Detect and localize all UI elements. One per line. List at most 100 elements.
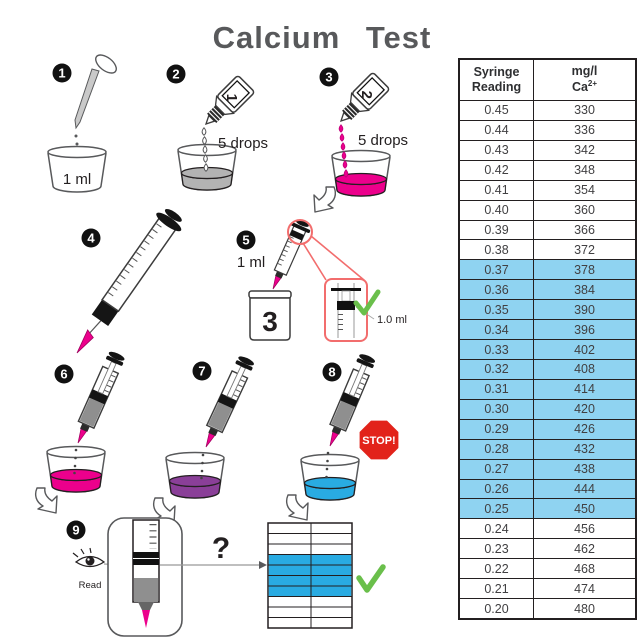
drop-dot (74, 134, 78, 138)
step-6-number: 6 (60, 367, 67, 382)
step-7: 7 (152, 354, 256, 524)
result-table-mini (267, 522, 353, 629)
reagent-bottle-1-icon: 1 (204, 75, 255, 126)
table-row: 0.37 378 (460, 259, 635, 280)
value-cell: 420 (574, 402, 595, 417)
blue-liquid (303, 476, 357, 501)
table-row: 0.41 354 (460, 179, 635, 200)
table-row: 0.39 366 (460, 219, 635, 240)
table-row: 0.27 438 (460, 458, 635, 479)
step-2-badge: 2 (166, 64, 186, 84)
reading-cell: 0.35 (460, 300, 534, 320)
page-title: Calcium Test (212, 20, 432, 55)
step-3-badge: 3 (319, 67, 339, 87)
value-cell: 372 (574, 242, 595, 257)
reagent-bottle-2-icon: 2 (339, 72, 390, 123)
step-4-number: 4 (87, 231, 95, 246)
drops-count-label: 5 drops (218, 135, 268, 152)
value-cell: 396 (574, 322, 595, 337)
pipette-icon (74, 54, 117, 130)
reading-cell: 0.43 (460, 140, 534, 160)
magenta-liquid (49, 468, 103, 493)
drip-dots (73, 448, 78, 475)
table-row: 0.43 342 (460, 139, 635, 160)
read-label: Read (79, 580, 102, 591)
value-cell: 450 (574, 501, 595, 516)
magenta-liquid (334, 172, 388, 197)
drip-dots (200, 453, 205, 480)
value-cell: 360 (574, 203, 595, 218)
flow-arrow-icon (34, 487, 58, 514)
stop-label: STOP! (362, 435, 395, 447)
syringe-icon (70, 350, 126, 447)
jar-number-label: 3 (262, 306, 278, 337)
reading-cell: 0.26 (460, 479, 534, 499)
cup-volume-label: 1 ml (63, 171, 91, 188)
check-icon (356, 564, 386, 593)
value-cell: 342 (574, 143, 595, 158)
step-1: 1 1 ml (47, 54, 117, 193)
step-7-badge: 7 (192, 361, 212, 381)
header-mgl-ca: mg/l Ca2+ (571, 64, 598, 95)
value-cell: 348 (574, 163, 595, 178)
value-cell: 474 (574, 581, 595, 596)
reading-cell: 0.27 (460, 459, 534, 479)
value-cell: 384 (574, 282, 595, 297)
table-row: 0.21 474 (460, 578, 635, 599)
reading-cell: 0.36 (460, 280, 534, 300)
draw-volume-label: 1 ml (237, 254, 265, 271)
step-8-number: 8 (328, 365, 335, 380)
value-cell: 438 (574, 462, 595, 477)
magnifier-callout: 1.0 ml (287, 219, 407, 342)
pointer-arrowhead (259, 561, 267, 569)
step-8: 8 STOP! (285, 352, 399, 521)
bottle-1-label: 1 (223, 94, 240, 102)
stop-sign-icon: STOP! (359, 420, 399, 460)
reading-cell: 0.40 (460, 200, 534, 220)
table-row: 0.36 384 (460, 279, 635, 300)
step-3: 3 2 5 drops (313, 67, 408, 213)
value-cell: 414 (574, 382, 595, 397)
reagent-jar-icon: 3 (248, 290, 292, 341)
value-cell: 426 (574, 422, 595, 437)
value-cell: 432 (574, 442, 595, 457)
step-6-badge: 6 (54, 364, 74, 384)
value-cell: 378 (574, 262, 595, 277)
value-cell: 480 (574, 601, 595, 616)
value-cell: 462 (574, 541, 595, 556)
eye-icon (72, 547, 106, 568)
check-icon (353, 289, 381, 316)
reading-cell: 0.41 (460, 180, 534, 200)
drip-dots (325, 451, 330, 479)
syringe-zoom-icon (132, 519, 160, 628)
reading-cell: 0.30 (460, 399, 534, 419)
reading-cell: 0.21 (460, 579, 534, 599)
purple-liquid (168, 474, 222, 499)
value-cell: 366 (574, 222, 595, 237)
reading-cell: 0.39 (460, 220, 534, 240)
question-mark-label: ? (212, 532, 230, 565)
value-cell: 468 (574, 561, 595, 576)
value-cell: 408 (574, 362, 595, 377)
step-9: 9 Read (66, 517, 386, 637)
value-cell: 336 (574, 123, 595, 138)
reading-cell: 0.37 (460, 260, 534, 280)
flow-arrow-icon (285, 494, 309, 521)
reading-cell: 0.28 (460, 439, 534, 459)
syringe-scale-inset (331, 283, 361, 338)
value-cell: 402 (574, 342, 595, 357)
table-row: 0.30 420 (460, 398, 635, 419)
reading-cell: 0.45 (460, 101, 534, 120)
value-cell: 354 (574, 183, 595, 198)
